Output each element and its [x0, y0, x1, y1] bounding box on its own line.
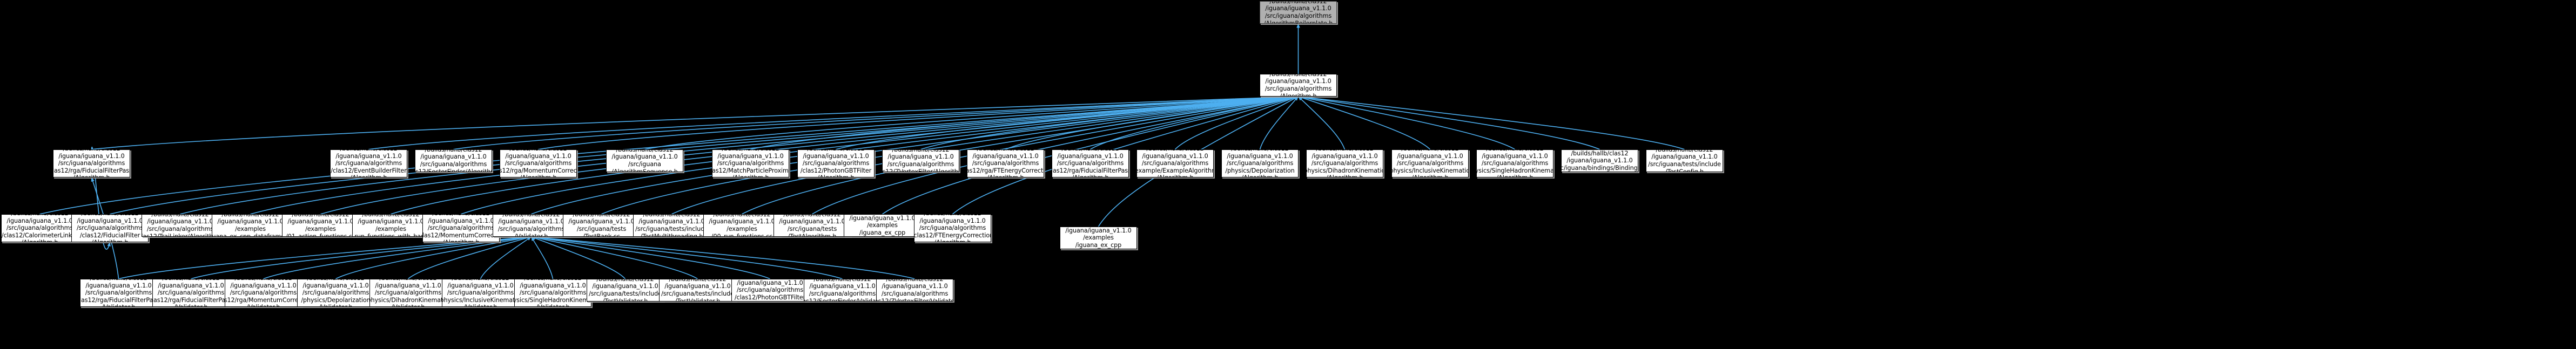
graph-edge [453, 95, 1299, 150]
graph-edge [335, 236, 532, 279]
graph-edge [1297, 96, 1346, 150]
graph-node-n29[interactable]: /builds/hallb/clas12 /iguana/iguana_v1.1… [703, 214, 781, 237]
graph-edge [1298, 96, 1431, 150]
graph-node-n32[interactable]: /builds/hallb/clas12 /iguana/iguana_v1.1… [914, 214, 991, 242]
graph-node-n24[interactable]: /builds/hallb/clas12 /iguana/iguana_v1.1… [352, 214, 429, 237]
graph-node-n9[interactable]: /builds/hallb/clas12 /iguana/iguana_v1.1… [882, 149, 959, 172]
graph-edge [531, 235, 915, 279]
graph-node-n45[interactable]: /builds/hallb/clas12 /iguana/iguana_v1.1… [876, 279, 953, 302]
graph-node-n23[interactable]: /builds/hallb/clas12 /iguana/iguana_v1.1… [282, 214, 359, 237]
graph-node-n41[interactable]: /builds/hallb/clas12 /iguana/iguana_v1.1… [587, 279, 664, 302]
graph-node-n33[interactable]: /builds/hallb/clas12 /iguana/iguana_v1.1… [1060, 227, 1137, 249]
graph-node-n3[interactable]: /builds/hallb/clas12 /iguana/iguana_v1.1… [330, 149, 407, 177]
graph-node-n12[interactable]: /builds/hallb/clas12 /iguana/iguana_v1.1… [1136, 149, 1214, 177]
graph-node-n20[interactable]: /builds/hallb/clas12 /iguana/iguana_v1.1… [71, 214, 149, 242]
graph-node-n2[interactable]: /builds/hallb/clas12 /iguana/iguana_v1.1… [53, 149, 130, 177]
graph-node-n10[interactable]: /builds/hallb/clas12 /iguana/iguana_v1.1… [967, 149, 1044, 177]
graph-node-n16[interactable]: /builds/hallb/clas12 /iguana/iguana_v1.1… [1476, 149, 1553, 177]
graph-edge [538, 95, 1299, 150]
graph-edge [836, 95, 1299, 150]
graph-node-n38[interactable]: /builds/hallb/clas12 /iguana/iguana_v1.1… [369, 279, 447, 307]
graph-node-n22[interactable]: /builds/hallb/clas12 /iguana/iguana_v1.1… [212, 214, 289, 237]
graph-node-n4[interactable]: /builds/hallb/clas12 /iguana/iguana_v1.1… [415, 149, 492, 172]
graph-edge [1298, 95, 1600, 150]
graph-node-n30[interactable]: /builds/hallb/clas12 /iguana/iguana_v1.1… [774, 214, 851, 237]
graph-node-n8[interactable]: /builds/hallb/clas12 /iguana/iguana_v1.1… [797, 149, 875, 177]
graph-edge [480, 236, 532, 279]
graph-edge [531, 235, 843, 279]
graph-edge [920, 95, 1299, 150]
graph-edge [407, 236, 532, 279]
graph-edge [530, 236, 554, 279]
graph-node-n1[interactable]: /builds/hallb/clas12 /iguana/iguana_v1.1… [1260, 74, 1337, 97]
graph-edge [191, 235, 532, 279]
graph-node-n44[interactable]: /builds/hallb/clas12 /iguana/iguana_v1.1… [804, 279, 881, 302]
graph-node-n6[interactable]: /builds/hallb/clas12 /iguana/iguana_v1.1… [606, 149, 683, 172]
graph-node-n14[interactable]: /builds/hallb/clas12 /iguana/iguana_v1.1… [1306, 149, 1383, 177]
graph-node-n42[interactable]: /builds/hallb/clas12 /iguana/iguana_v1.1… [659, 279, 736, 302]
graph-edge [1298, 95, 1685, 150]
graph-edge [1090, 95, 1299, 150]
graph-edge [1298, 95, 1515, 150]
graph-node-n27[interactable]: /builds/hallb/clas12 /iguana/iguana_v1.1… [563, 214, 640, 237]
graph-node-n26[interactable]: /builds/hallb/clas12 /iguana/iguana_v1.1… [493, 214, 570, 237]
graph-edge [531, 236, 626, 279]
graph-node-n40[interactable]: /builds/hallb/clas12 /iguana/iguana_v1.1… [514, 279, 591, 307]
graph-edge [1005, 95, 1299, 150]
graph-node-n28[interactable]: /builds/hallb/clas12 /iguana/iguana_v1.1… [633, 214, 710, 237]
graph-node-n13[interactable]: /builds/hallb/clas12 /iguana/iguana_v1.1… [1221, 149, 1299, 177]
graph-node-n35[interactable]: /builds/hallb/clas12 /iguana/iguana_v1.1… [152, 279, 230, 307]
graph-edge [1259, 96, 1299, 150]
graph-node-n18[interactable]: /builds/hallb/clas12 /iguana/iguana_v1.1… [1646, 149, 1723, 172]
graph-node-n15[interactable]: /builds/hallb/clas12 /iguana/iguana_v1.1… [1391, 149, 1469, 177]
graph-node-n39[interactable]: /builds/hallb/clas12 /iguana/iguana_v1.1… [442, 279, 519, 307]
graph-edge [91, 95, 1299, 150]
graph-edge [118, 235, 532, 279]
graph-node-n5[interactable]: /builds/hallb/clas12 /iguana/iguana_v1.1… [500, 149, 577, 177]
graph-node-n17[interactable]: /builds/hallb/clas12 /iguana/iguana_v1.1… [1561, 149, 1638, 172]
graph-node-n0[interactable]: /builds/hallb/clas12 /iguana/iguana_v1.1… [1260, 1, 1337, 24]
graph-edge [644, 95, 1299, 150]
graph-edge [1174, 96, 1299, 150]
graph-edge [263, 235, 532, 279]
graph-node-n31[interactable]: /builds/hallb/clas12 /iguana/iguana_v1.1… [844, 214, 921, 237]
graph-node-n36[interactable]: /builds/hallb/clas12 /iguana/iguana_v1.1… [225, 279, 302, 307]
graph-node-n34[interactable]: /builds/hallb/clas12 /iguana/iguana_v1.1… [80, 279, 157, 307]
graph-node-n19[interactable]: /builds/hallb/clas12 /iguana/iguana_v1.1… [1, 214, 78, 242]
graph-edge [531, 236, 698, 279]
graph-node-n37[interactable]: /builds/hallb/clas12 /iguana/iguana_v1.1… [297, 279, 374, 307]
graph-edge [368, 95, 1299, 150]
graph-node-n43[interactable]: /builds/hallb/clas12 /iguana/iguana_v1.1… [731, 279, 809, 302]
graph-node-n11[interactable]: /builds/hallb/clas12 /iguana/iguana_v1.1… [1052, 149, 1129, 177]
graph-edge [531, 235, 770, 279]
graph-node-n21[interactable]: /builds/hallb/clas12 /iguana/iguana_v1.1… [142, 214, 219, 237]
graph-edge [750, 95, 1299, 150]
graph-node-n25[interactable]: /builds/hallb/clas12 /iguana/iguana_v1.1… [422, 214, 500, 242]
graph-node-n7[interactable]: /builds/hallb/clas12 /iguana/iguana_v1.1… [712, 149, 789, 177]
